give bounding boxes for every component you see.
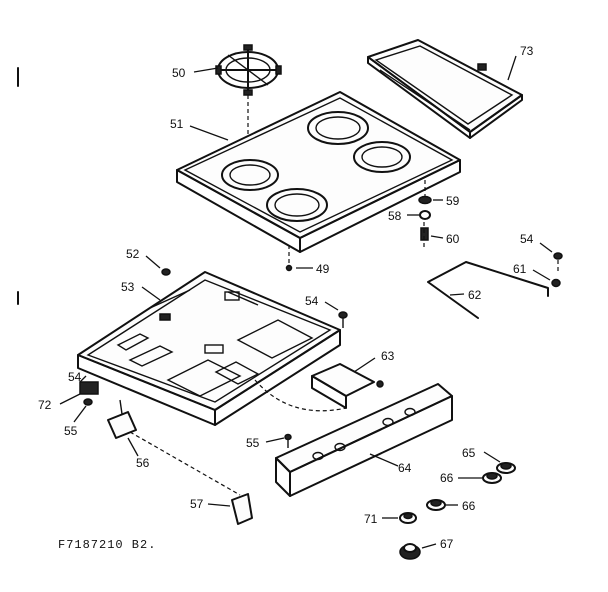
part-60-screw — [420, 222, 429, 250]
callout-52: 52 — [126, 247, 140, 261]
callout-72: 72 — [38, 398, 52, 412]
part-64-rail — [275, 383, 453, 497]
callout-59: 59 — [446, 194, 460, 208]
callout-54-right: 54 — [520, 232, 534, 246]
part-71-knob — [399, 512, 417, 524]
part-50-grate — [215, 44, 282, 96]
part-53-burner-box — [77, 271, 341, 426]
callout-66-a: 66 — [440, 471, 454, 485]
callout-71: 71 — [364, 512, 378, 526]
projection-line-57 — [129, 431, 241, 496]
callout-73: 73 — [520, 44, 534, 58]
callout-54-mid: 54 — [305, 294, 319, 308]
callout-51: 51 — [170, 117, 184, 131]
callout-66-b: 66 — [462, 499, 476, 513]
callout-53: 53 — [121, 280, 135, 294]
callout-62: 62 — [468, 288, 482, 302]
part-55-screw-center — [284, 433, 292, 448]
part-51-cooktop — [176, 91, 461, 253]
figure-caption: F7187210 B2. — [58, 538, 157, 552]
part-66-knob-a — [482, 472, 502, 484]
part-58 — [419, 210, 431, 220]
callout-55-left: 55 — [64, 424, 78, 438]
callout-50: 50 — [172, 66, 186, 80]
part-66-knob-b — [426, 499, 446, 511]
part-62-wire — [427, 261, 549, 319]
part-73-cover — [367, 39, 523, 139]
callout-54-left: 54 — [68, 370, 82, 384]
callout-60: 60 — [446, 232, 460, 246]
part-72 — [79, 381, 99, 395]
leader-lines — [59, 55, 553, 549]
part-56 — [107, 399, 137, 439]
projection-line-63 — [254, 379, 347, 412]
part-54-right — [553, 252, 563, 274]
callout-61: 61 — [513, 262, 527, 276]
part-67-knob — [399, 543, 421, 560]
part-63-bracket — [311, 363, 384, 409]
callout-67: 67 — [440, 537, 454, 551]
part-52 — [161, 268, 171, 276]
callout-57: 57 — [190, 497, 204, 511]
part-49 — [285, 264, 293, 272]
callout-56: 56 — [136, 456, 150, 470]
callout-49: 49 — [316, 262, 330, 276]
callout-63: 63 — [381, 349, 395, 363]
part-54-screw-mid — [338, 311, 348, 328]
callout-58: 58 — [388, 209, 402, 223]
callout-55-center: 55 — [246, 436, 260, 450]
part-59 — [418, 195, 432, 205]
callout-65: 65 — [462, 446, 476, 460]
part-57 — [231, 493, 253, 525]
part-61 — [551, 278, 561, 288]
callout-64: 64 — [398, 461, 412, 475]
part-65-knob — [496, 462, 516, 474]
part-55-left — [83, 398, 93, 406]
